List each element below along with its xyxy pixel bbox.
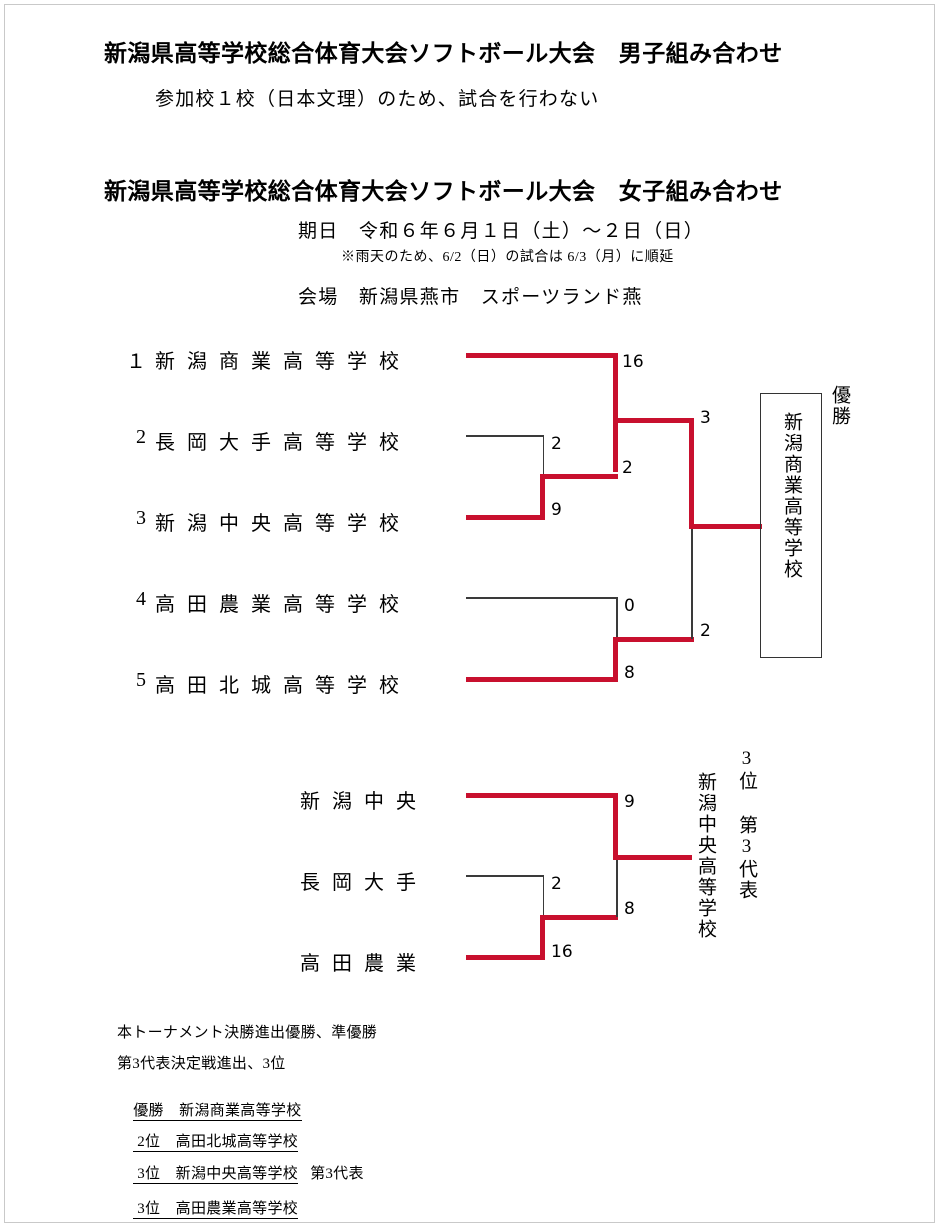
bracket-connector-final-lower <box>691 526 693 639</box>
third-bracket-line-niigata-chuo <box>466 793 618 798</box>
team-label-niigata-shogyo: 新潟商業高等学校 <box>155 351 411 373</box>
results-header-1: 本トーナメント決勝進出優勝、準優勝 <box>117 1025 378 1041</box>
third-bracket-connector-takada <box>540 915 545 957</box>
score-team2: 2 <box>551 434 562 454</box>
result-placement-3-text: 3位 新潟中央高等学校 <box>133 1166 299 1184</box>
bracket-line-team1 <box>466 353 618 358</box>
third-place-winner-name: 新潟中央高等学校 <box>695 772 716 940</box>
score-semifinal-lower: 2 <box>700 621 711 641</box>
mens-section-title: 新潟県高等学校総合体育大会ソフトボール大会 男子組み合わせ <box>104 41 783 67</box>
team-label-niigata-chuo: 新潟中央高等学校 <box>155 513 411 535</box>
team-label-takada-hokujo: 高田北城高等学校 <box>155 675 411 697</box>
bracket-line-semifinal-upper <box>613 418 694 423</box>
seed-number-3: 3 <box>136 507 146 529</box>
bracket-connector-team4 <box>616 597 618 639</box>
third-score-final-lower: 8 <box>624 899 635 919</box>
rain-postponement-note: ※雨天のため、6/2（日）の試合は 6/3（月）に順延 <box>341 250 674 265</box>
result-placement-1-text: 優勝 新潟商業高等学校 <box>133 1103 302 1121</box>
bracket-connector-team5 <box>613 637 618 679</box>
third-bracket-line-takada-nogyo <box>466 955 545 960</box>
bracket-line-match-2v3-winner <box>540 474 618 479</box>
result-placement-3: 3位 新潟中央高等学校第3代表 <box>117 1145 364 1200</box>
champion-box <box>760 393 822 658</box>
score-upper-round2: 2 <box>622 458 633 478</box>
team-label-nagaoka-ote: 長岡大手高等学校 <box>155 432 411 454</box>
third-score-nagaoka-ote: 2 <box>551 874 562 894</box>
third-bracket-line-final-winner <box>613 855 692 860</box>
results-header-2: 第3代表決定戦進出、3位 <box>117 1056 286 1072</box>
score-team1: 16 <box>622 352 644 372</box>
bracket-connector-team2 <box>542 435 545 477</box>
third-score-niigata-chuo: 9 <box>624 792 635 812</box>
result-third-rep-note: 第3代表 <box>310 1166 364 1182</box>
event-date: 期日 令和６年６月１日（土）～２日（日） <box>298 221 705 242</box>
third-team-label-takada-nogyo: 高田農業 <box>300 953 428 975</box>
result-placement-2-text: 2位 高田北城高等学校 <box>133 1134 299 1152</box>
event-venue: 会場 新潟県燕市 スポーツランド燕 <box>298 287 643 308</box>
third-bracket-line-nagaoka-ote <box>466 875 544 877</box>
mens-section-note: 参加校１校（日本文理）のため、試合を行わない <box>155 89 600 110</box>
score-semifinal-upper: 3 <box>700 408 711 428</box>
seed-number-2: 2 <box>136 426 146 448</box>
bracket-line-team2 <box>466 435 544 437</box>
result-placement-2: 2位 高田北城高等学校 <box>117 1113 299 1168</box>
bracket-line-match-4v5-winner <box>613 637 694 642</box>
bracket-line-team3 <box>466 515 545 520</box>
result-placement-4: 3位 高田農業高等学校 <box>117 1180 299 1228</box>
third-bracket-connector-nagaoka <box>542 875 545 917</box>
womens-section-title: 新潟県高等学校総合体育大会ソフトボール大会 女子組み合わせ <box>104 179 783 205</box>
champion-label: 優勝 <box>829 385 850 427</box>
third-score-takada-nogyo: 16 <box>551 942 573 962</box>
seed-number-1: １ <box>126 351 146 373</box>
seed-number-4: 4 <box>136 588 146 610</box>
bracket-connector-upper <box>613 353 618 472</box>
bracket-connector-final-upper <box>689 418 694 528</box>
third-place-label: 3位 第3代表 <box>736 748 757 901</box>
score-team3: 9 <box>551 500 562 520</box>
third-team-label-nagaoka-ote: 長岡大手 <box>300 872 428 894</box>
third-bracket-line-lower-winner <box>540 915 618 920</box>
result-placement-4-text: 3位 高田農業高等学校 <box>133 1201 299 1219</box>
third-bracket-connector-upper <box>613 793 618 858</box>
bracket-line-final-winner <box>689 524 762 529</box>
bracket-line-team4 <box>466 597 617 599</box>
third-bracket-connector-lower <box>616 856 618 917</box>
result-placement-1: 優勝 新潟商業高等学校 <box>117 1082 302 1137</box>
score-team5: 8 <box>624 663 635 683</box>
third-team-label-niigata-chuo: 新潟中央 <box>300 791 428 813</box>
champion-team-name: 新潟商業高等学校 <box>781 412 802 580</box>
score-team4: 0 <box>624 596 635 616</box>
bracket-connector-team3 <box>540 474 545 517</box>
team-label-takada-nogyo: 高田農業高等学校 <box>155 594 411 616</box>
bracket-line-team5 <box>466 677 618 682</box>
seed-number-5: 5 <box>136 669 146 691</box>
